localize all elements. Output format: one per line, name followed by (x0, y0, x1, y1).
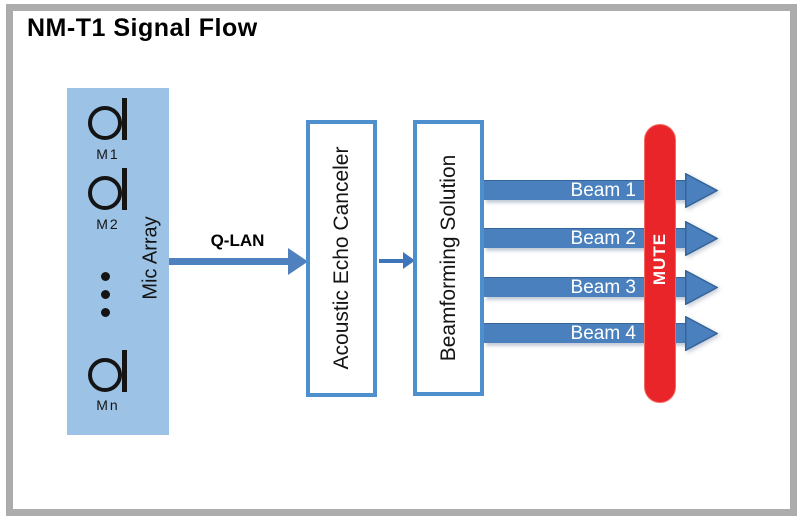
mic-label-mn: Mn (96, 397, 120, 413)
mic-bowl-shape (88, 358, 122, 392)
beam-2-label: Beam 2 (570, 227, 636, 249)
connector-arrow-stem (379, 259, 405, 263)
microphone-icon (88, 350, 127, 393)
mic-stem-shape (122, 350, 127, 392)
ellipsis-dot (101, 308, 110, 317)
qlan-label: Q-LAN (210, 231, 265, 250)
beamforming-label: Beamforming Solution (437, 154, 460, 362)
ellipsis-dot (101, 272, 110, 281)
mute-bar (644, 124, 676, 403)
page-title: NM-T1 Signal Flow (27, 14, 258, 42)
aec-box (306, 120, 377, 397)
beam-2-arrowhead-icon (685, 221, 718, 256)
beamforming-box (413, 120, 484, 396)
mic-array-label: Mic Array (139, 216, 162, 300)
mic-stem-shape (122, 98, 127, 140)
beam-3-arrowhead-icon (685, 270, 718, 305)
mute-label: MUTE (650, 232, 669, 286)
microphone-icon (88, 98, 127, 141)
mic-stem-shape (122, 168, 127, 210)
beam-1-arrowhead-icon (685, 173, 718, 208)
qlan-arrowhead-icon (288, 248, 308, 275)
beam-1-arrow: Beam 1 (484, 180, 686, 200)
ellipsis-dot (101, 290, 110, 299)
beam-4-arrow: Beam 4 (484, 323, 686, 343)
mic-label-m2: M2 (96, 216, 120, 232)
mic-label-m1: M1 (96, 146, 120, 162)
beam-1-label: Beam 1 (570, 179, 636, 201)
beam-3-label: Beam 3 (570, 276, 636, 298)
mic-bowl-shape (88, 176, 122, 210)
qlan-arrow-stem (169, 258, 290, 265)
beam-2-arrow: Beam 2 (484, 228, 686, 248)
beam-3-arrow: Beam 3 (484, 277, 686, 297)
mic-bowl-shape (88, 106, 122, 140)
connector-arrowhead-icon (403, 252, 415, 269)
microphone-icon (88, 168, 127, 211)
aec-label: Acoustic Echo Canceler (330, 146, 353, 370)
beam-4-arrowhead-icon (685, 316, 718, 351)
beam-4-label: Beam 4 (570, 322, 636, 344)
